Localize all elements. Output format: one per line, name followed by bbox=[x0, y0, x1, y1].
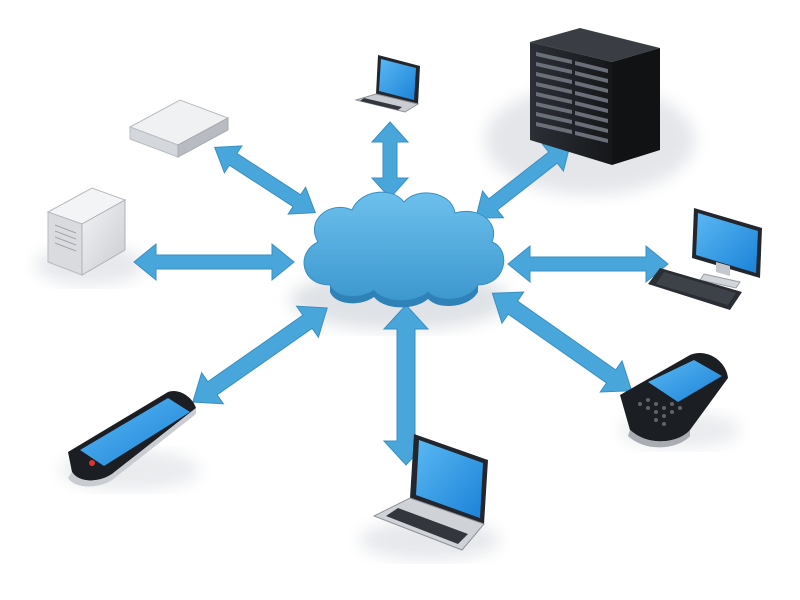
arrow-to-blackberry bbox=[491, 291, 633, 393]
smartphone-icon bbox=[68, 390, 196, 487]
laptop-icon bbox=[354, 55, 420, 113]
arrow-to-tower-server bbox=[133, 242, 295, 282]
arrow-to-desktop bbox=[507, 244, 669, 284]
qwerty-phone-icon bbox=[620, 352, 728, 448]
network-appliance-icon bbox=[128, 99, 230, 158]
arrow-to-small-server bbox=[213, 145, 317, 215]
arrow-to-smartphone bbox=[192, 305, 328, 405]
arrow-to-laptop-top bbox=[370, 121, 410, 199]
arrow-to-laptop-bottom bbox=[382, 304, 430, 466]
laptop-icon bbox=[372, 434, 488, 551]
tower-server-icon bbox=[46, 187, 127, 276]
cloud-icon bbox=[303, 191, 505, 308]
desktop-computer-icon bbox=[648, 208, 762, 310]
arrows-group bbox=[133, 121, 669, 466]
server-rack-icon bbox=[530, 28, 660, 165]
